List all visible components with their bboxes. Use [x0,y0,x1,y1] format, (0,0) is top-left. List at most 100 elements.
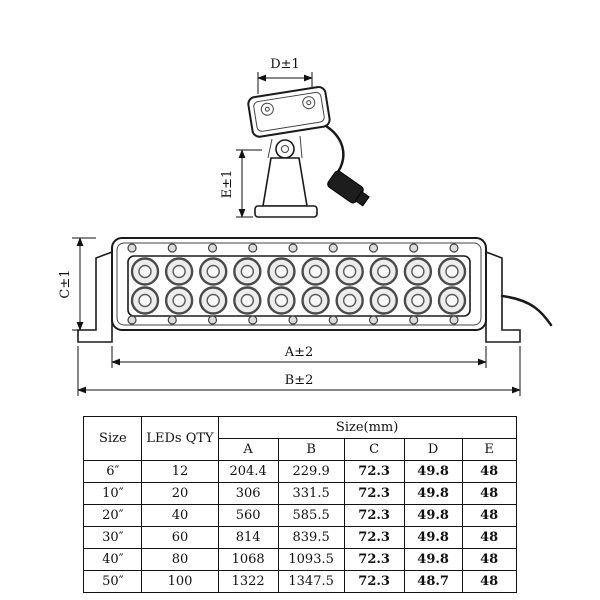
pedestal [262,157,308,207]
led-lamp-center [377,293,391,308]
screw-head [127,243,137,253]
cell-e: 48 [461,504,517,527]
screw-head [449,315,459,325]
cell-size: 20″ [83,504,143,527]
led-lamp-center [138,264,152,279]
col-header-b: B [277,438,345,461]
led-lamp-center [240,293,255,308]
cell-e: 48 [461,570,517,593]
pivot-bolt-center [281,145,289,153]
cell-a: 1322 [217,570,279,593]
cell-size: 6″ [83,460,143,483]
dim-label-c: C±1 [58,269,73,298]
screw-head [167,243,177,253]
cell-size: 10″ [83,482,143,505]
cell-a: 560 [217,504,279,527]
led-lamp-center [411,293,425,308]
led-grid [130,257,467,315]
screw-head [288,315,298,325]
cell-d: 49.8 [403,482,463,505]
led-lamp-center [445,264,459,279]
mount-edge [267,138,273,159]
led-lamp-center [172,293,186,308]
screw-head [328,315,338,325]
screw-head [368,243,379,253]
cell-size: 30″ [83,526,143,549]
led-lamp-center [274,293,289,308]
screw-head [449,243,459,253]
col-header-a: A [217,438,279,461]
dim-label-e: E±1 [220,170,235,199]
cell-b: 839.5 [277,526,345,549]
dim-label-a: A±2 [284,345,314,360]
led-lamp-center [377,264,391,279]
side-housing-outline [247,85,331,138]
cell-a: 204.4 [217,460,279,483]
cell-qty: 20 [141,482,219,505]
dim-label-b: B±2 [285,373,314,388]
cell-size: 40″ [83,548,143,571]
screw-head [328,243,338,253]
side-housing [247,85,331,138]
power-wire [500,294,553,327]
cell-d: 49.8 [403,526,463,549]
led-lamp-center [274,264,289,279]
side-view: D±1 E±1 [220,57,370,218]
cell-c: 72.3 [343,460,405,483]
screw-head [127,315,137,325]
led-lamp-center [240,264,255,279]
cell-d: 49.8 [403,460,463,483]
cell-d: 48.7 [403,570,463,593]
side-wire [324,124,345,174]
cell-a: 306 [217,482,279,505]
right-bracket [485,250,521,343]
cell-d: 49.8 [403,504,463,527]
cell-d: 49.8 [403,548,463,571]
bar-housing-inner [116,242,482,326]
screw-head [302,96,316,110]
screw-center [306,100,312,106]
led-lamp-center [138,293,152,308]
front-view: C±1 A±2 B±2 [58,237,553,396]
led-lamp-center [342,264,357,279]
cell-b: 1347.5 [277,570,345,593]
screw-center [264,106,270,112]
cell-b: 229.9 [277,460,345,483]
cell-c: 72.3 [343,548,405,571]
col-group-size-mm: Size(mm) [217,416,517,439]
cell-c: 72.3 [343,570,405,593]
led-lamp-center [445,293,459,308]
led-lamp-center [172,264,186,279]
cell-b: 331.5 [277,482,345,505]
technical-drawing: D±1 E±1 [58,57,553,396]
side-housing-inner [253,91,325,132]
screw-row [127,243,459,325]
cell-c: 72.3 [343,526,405,549]
dim-label-d: D±1 [270,57,300,72]
cell-a: 814 [217,526,279,549]
cell-size: 50″ [83,570,143,593]
col-header-d: D [403,438,463,461]
connector-plug [327,170,370,207]
led-lamp-center [206,293,220,308]
screw-head [248,243,258,253]
connector-tip [354,190,370,207]
led-lamp-center [342,293,357,308]
col-header-leds-qty: LEDs QTY [141,416,219,461]
cell-c: 72.3 [343,504,405,527]
screw-head [288,243,298,253]
led-lamp-center [308,293,323,308]
cell-qty: 80 [141,548,219,571]
cell-e: 48 [461,548,517,571]
screw-head [207,315,218,325]
screw-head [368,315,379,325]
mount-edge [299,135,303,159]
screw-head [248,315,258,325]
cell-c: 72.3 [343,482,405,505]
